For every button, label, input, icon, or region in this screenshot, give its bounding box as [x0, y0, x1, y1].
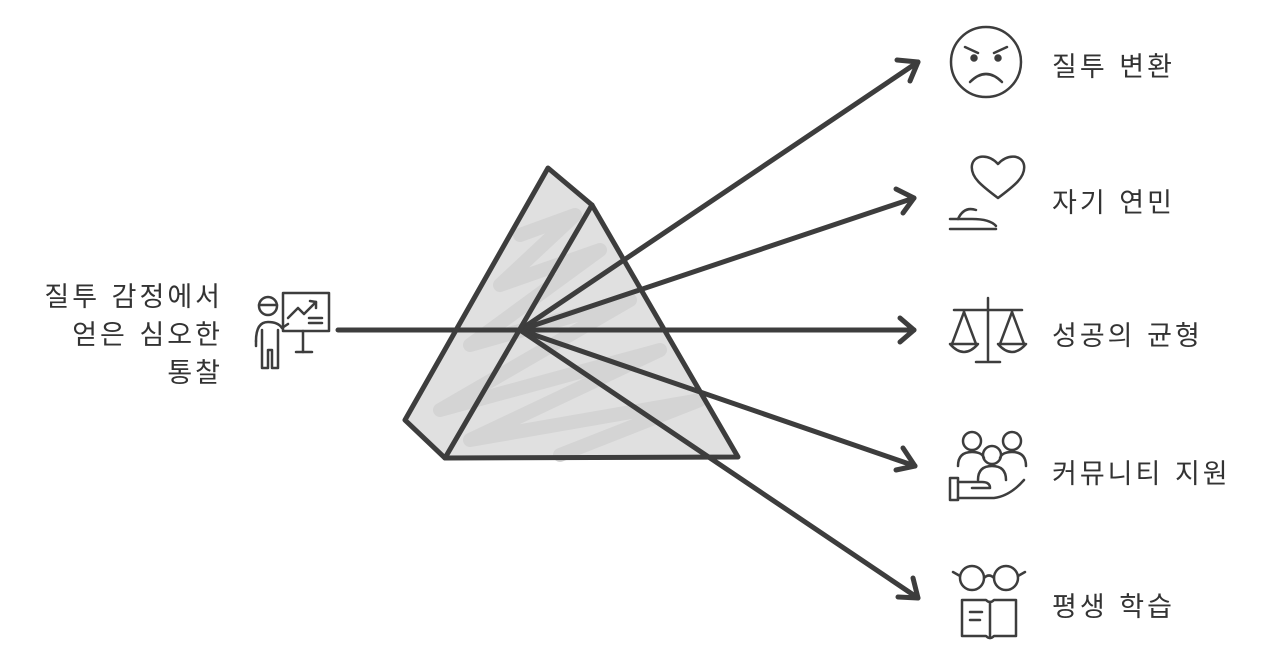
- reading-glasses-icon: [951, 564, 1027, 640]
- output-label-4: 커뮤니티 지원: [1052, 459, 1231, 490]
- prism-outline: [402, 165, 741, 461]
- balance-scale-icon: [948, 296, 1028, 364]
- beam-4: [517, 327, 918, 473]
- source-label-line-2: 얻은 심오한: [72, 320, 223, 351]
- output-label-3: 성공의 균형: [1052, 321, 1203, 352]
- beam-3: [517, 315, 917, 345]
- beam-5: [517, 327, 921, 601]
- output-label-5: 평생 학습: [1052, 592, 1175, 623]
- source-label: 질투 감정에서 얻은 심오한 통찰: [3, 279, 223, 393]
- beam-2: [517, 186, 917, 333]
- output-label-2: 자기 연민: [1052, 188, 1175, 219]
- output-label-1: 질투 변환: [1052, 52, 1175, 83]
- community-hand-icon: [948, 430, 1028, 502]
- presenter-icon: [254, 291, 331, 370]
- angry-face-icon: [949, 25, 1023, 99]
- hand-heart-icon: [948, 155, 1026, 231]
- source-label-line-1: 질투 감정에서: [44, 282, 223, 313]
- source-label-line-3: 통찰: [167, 358, 223, 389]
- prism-scribble: [433, 208, 707, 462]
- beam-1: [517, 57, 921, 333]
- output-beams: [517, 57, 921, 601]
